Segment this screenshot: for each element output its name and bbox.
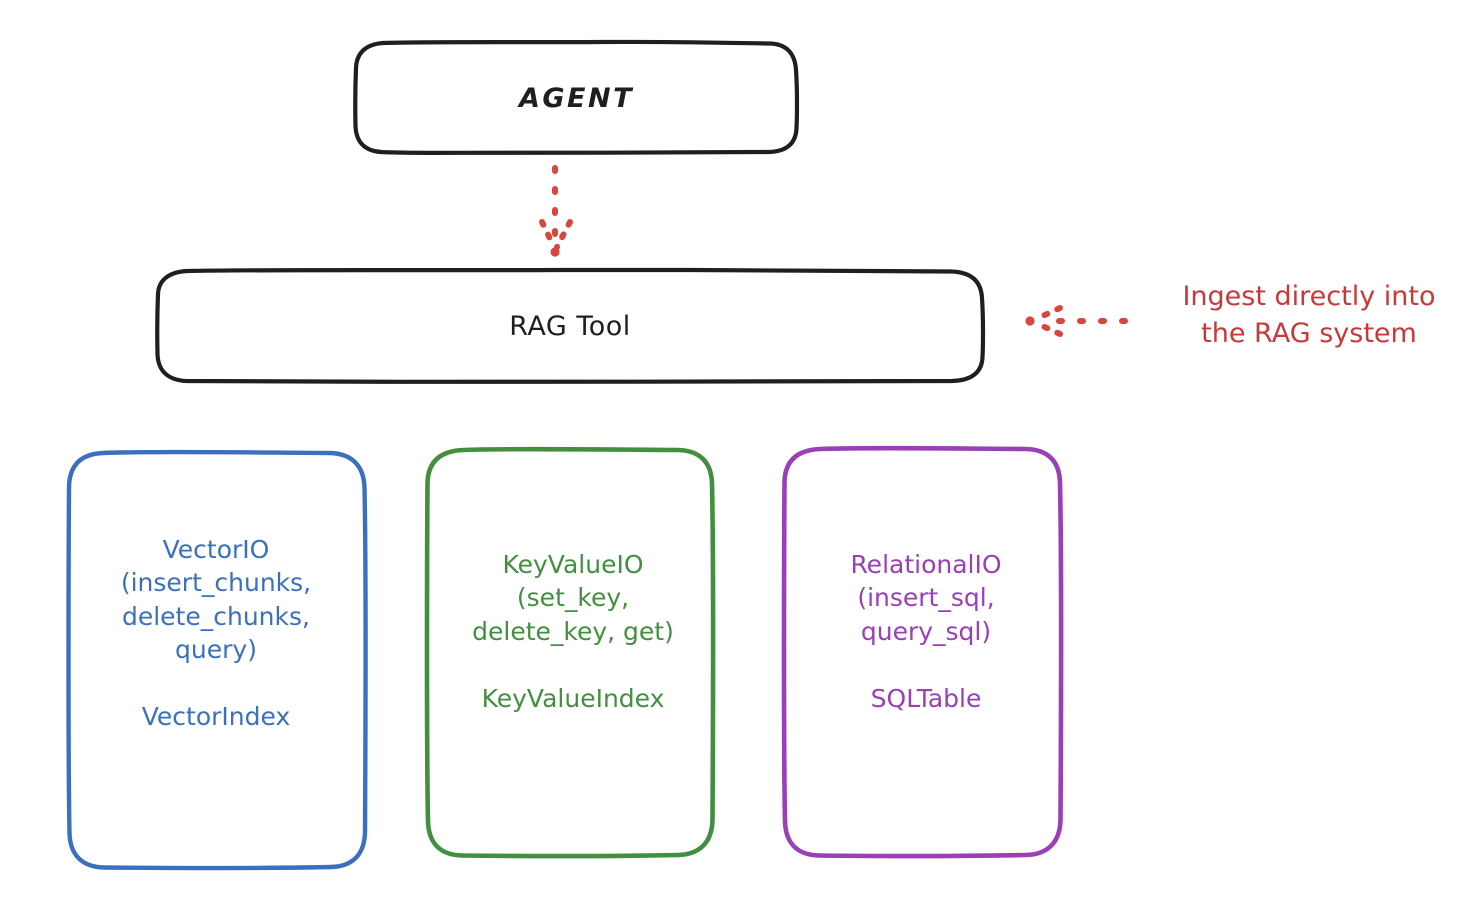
ingest-arrow-connector: [1025, 305, 1128, 337]
agent-to-rag-connector: [539, 165, 573, 257]
key-value-io-card-outline[interactable]: [424, 446, 716, 859]
rag-tool-box-outline[interactable]: [155, 267, 986, 384]
relational-io-card-outline[interactable]: [781, 445, 1064, 859]
agent-box-outline[interactable]: [353, 39, 800, 155]
vector-io-card-outline[interactable]: [66, 449, 368, 871]
